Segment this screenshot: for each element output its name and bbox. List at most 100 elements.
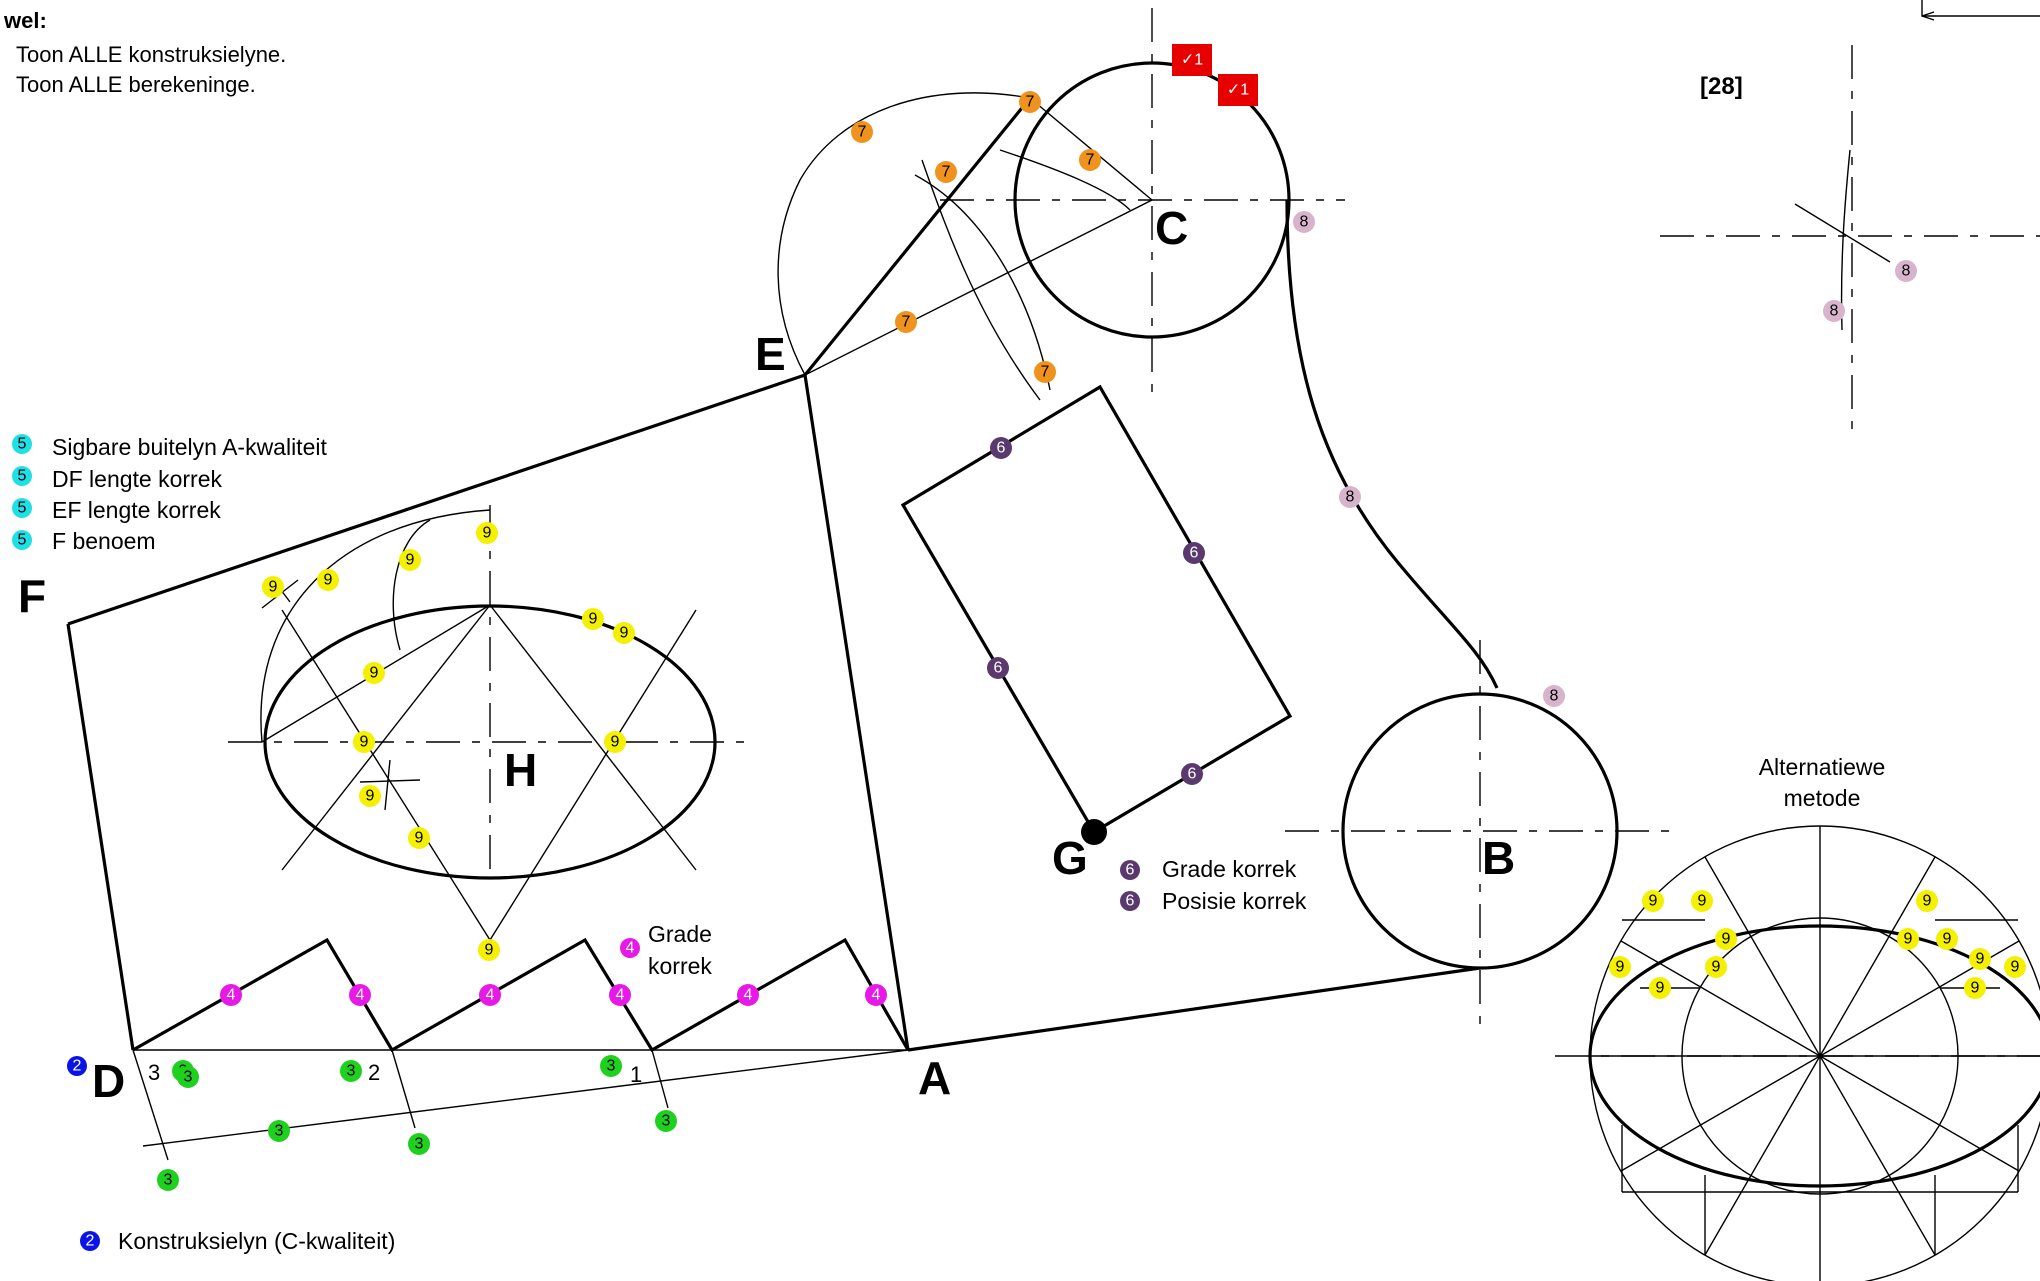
legend-5-badge-3: 5 bbox=[18, 500, 27, 517]
svg-text:3: 3 bbox=[164, 1172, 173, 1189]
marker-6-badge: 6 bbox=[1181, 763, 1203, 785]
ellipse-h bbox=[260, 509, 717, 941]
marker-9-badge: 9 bbox=[1936, 928, 1958, 950]
svg-text:9: 9 bbox=[324, 572, 333, 589]
svg-text:9: 9 bbox=[1712, 959, 1721, 976]
tick-mark-1: ✓1 bbox=[1172, 44, 1212, 76]
header-line-2: Toon ALLE berekeninge. bbox=[16, 72, 256, 97]
division-number-2: 2 bbox=[368, 1060, 380, 1085]
legend-6: 6 6 bbox=[1120, 860, 1140, 911]
svg-text:9: 9 bbox=[1649, 893, 1658, 910]
legend-4: 4 bbox=[620, 938, 640, 958]
division-number-1: 1 bbox=[630, 1062, 642, 1087]
svg-text:7: 7 bbox=[942, 164, 951, 181]
svg-text:9: 9 bbox=[1616, 959, 1625, 976]
legend-5-badge-4: 5 bbox=[18, 532, 27, 549]
marker-6-badge: 6 bbox=[987, 657, 1009, 679]
frame-corner bbox=[1921, 0, 2040, 17]
svg-text:9: 9 bbox=[360, 734, 369, 751]
label-b: B bbox=[1482, 832, 1515, 884]
svg-text:8: 8 bbox=[1830, 303, 1839, 320]
marker-9-badge: 9 bbox=[1897, 928, 1919, 950]
marker-9-badge: 9 bbox=[1649, 977, 1671, 999]
marker-9-badge: 9 bbox=[1642, 890, 1664, 912]
alt-method-line-1: Alternatiewe bbox=[1759, 754, 1886, 780]
svg-text:9: 9 bbox=[415, 830, 424, 847]
svg-text:3: 3 bbox=[662, 1113, 671, 1130]
division-number-3: 3 bbox=[148, 1060, 160, 1085]
svg-text:7: 7 bbox=[858, 124, 867, 141]
svg-text:9: 9 bbox=[1722, 931, 1731, 948]
marker-8-badge: 8 bbox=[1823, 300, 1845, 322]
marker-7-badge: 7 bbox=[851, 121, 873, 143]
svg-text:9: 9 bbox=[1923, 893, 1932, 910]
marker-3-badge: 3 bbox=[157, 1169, 179, 1191]
svg-text:✓1: ✓1 bbox=[1181, 52, 1203, 69]
svg-text:✓1: ✓1 bbox=[1227, 82, 1249, 99]
marker-4-badge: 4 bbox=[220, 984, 242, 1006]
svg-text:6: 6 bbox=[997, 440, 1006, 457]
header-prefix: wel: bbox=[3, 8, 47, 33]
svg-text:4: 4 bbox=[356, 987, 365, 1004]
marker-9-badge: 9 bbox=[582, 608, 604, 630]
marker-4-badge: 4 bbox=[609, 984, 631, 1006]
legend-5-badge-2: 5 bbox=[18, 468, 27, 485]
point-g-dot bbox=[1081, 819, 1107, 845]
label-h: H bbox=[504, 744, 537, 796]
marker-9-badge: 9 bbox=[613, 622, 635, 644]
svg-text:8: 8 bbox=[1346, 489, 1355, 506]
legend-5-item-4: F benoem bbox=[52, 528, 156, 554]
marker-3-badge: 3 bbox=[268, 1120, 290, 1142]
marker-9-badge: 9 bbox=[1705, 956, 1727, 978]
svg-text:8: 8 bbox=[1902, 263, 1911, 280]
svg-text:9: 9 bbox=[2011, 959, 2020, 976]
legend-2-text: Konstruksielyn (C-kwaliteit) bbox=[118, 1228, 395, 1254]
marker-8-badge: 8 bbox=[1895, 260, 1917, 282]
legend-6-item-2: Posisie korrek bbox=[1162, 888, 1307, 914]
marker-8-badge: 8 bbox=[1293, 211, 1315, 233]
marker-7-badge: 7 bbox=[1019, 91, 1041, 113]
svg-text:9: 9 bbox=[485, 942, 494, 959]
svg-text:9: 9 bbox=[1971, 980, 1980, 997]
rectangle-g bbox=[900, 384, 1293, 845]
legend-4-line-2: korrek bbox=[648, 953, 712, 979]
marker-8-badge: 8 bbox=[1339, 486, 1361, 508]
marker-3-badge: 3 bbox=[177, 1066, 199, 1088]
svg-text:9: 9 bbox=[269, 579, 278, 596]
marker-9-badge: 9 bbox=[359, 785, 381, 807]
legend-5: 5 5 5 5 bbox=[12, 434, 32, 550]
marker-9-badge: 9 bbox=[1916, 890, 1938, 912]
legend-5-item-1: Sigbare buitelyn A-kwaliteit bbox=[52, 434, 327, 460]
svg-text:3: 3 bbox=[607, 1058, 616, 1075]
marker-9-badge: 9 bbox=[1969, 948, 1991, 970]
svg-text:9: 9 bbox=[620, 625, 629, 642]
svg-text:7: 7 bbox=[1041, 364, 1050, 381]
total-marks: [28] bbox=[1700, 73, 1743, 100]
svg-text:2: 2 bbox=[73, 1058, 82, 1075]
marker-4-badge: 4 bbox=[349, 984, 371, 1006]
marker-9-badge: 9 bbox=[262, 576, 284, 598]
svg-text:9: 9 bbox=[1976, 951, 1985, 968]
svg-text:3: 3 bbox=[275, 1123, 284, 1140]
label-c: C bbox=[1155, 202, 1188, 254]
tangent-detail bbox=[1660, 45, 2040, 430]
marker-8-badge: 8 bbox=[1543, 685, 1565, 707]
svg-text:6: 6 bbox=[1190, 545, 1199, 562]
legend-4-badge: 4 bbox=[626, 940, 635, 957]
marker-7-badge: 7 bbox=[1034, 361, 1056, 383]
svg-text:8: 8 bbox=[1300, 214, 1309, 231]
marker-9-badge: 9 bbox=[2004, 956, 2026, 978]
alternative-method bbox=[1555, 825, 2040, 1281]
svg-text:8: 8 bbox=[1550, 688, 1559, 705]
marker-9-badge: 9 bbox=[604, 731, 626, 753]
svg-text:9: 9 bbox=[366, 788, 375, 805]
marker-7-badge: 7 bbox=[935, 161, 957, 183]
marker-9-badge: 9 bbox=[476, 522, 498, 544]
marker-9-badge: 9 bbox=[1964, 977, 1986, 999]
svg-text:9: 9 bbox=[483, 525, 492, 542]
marker-4-badge: 4 bbox=[479, 984, 501, 1006]
centre-lines bbox=[228, 8, 1672, 1025]
legend-6-item-1: Grade korrek bbox=[1162, 856, 1297, 882]
